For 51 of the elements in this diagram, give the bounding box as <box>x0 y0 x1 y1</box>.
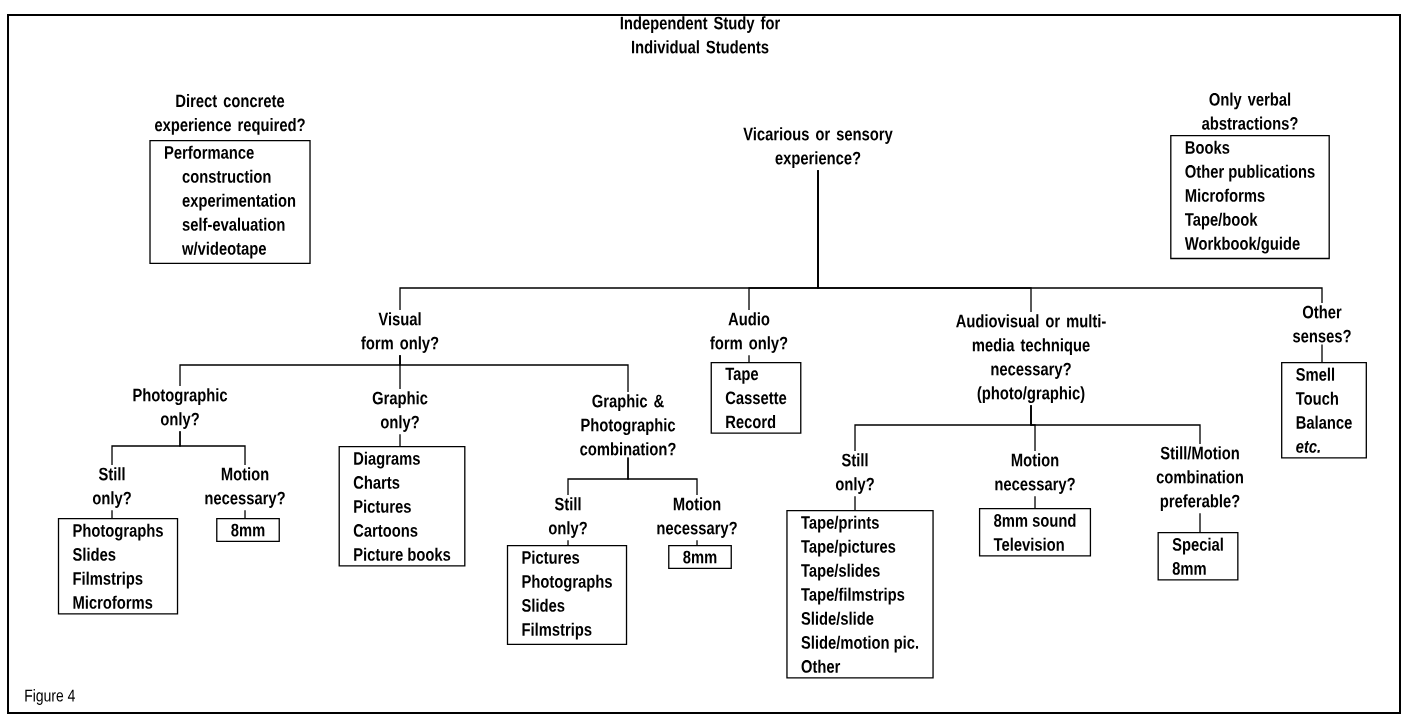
node-label: Books <box>1185 140 1230 154</box>
question-text: Graphic & Photographic combination? <box>580 394 676 456</box>
question-text: Motion necessary? <box>205 467 285 508</box>
question-text: Audio form only? <box>710 312 788 353</box>
connector-line <box>696 539 698 546</box>
caption: Figure 4 <box>25 689 75 705</box>
question-text: Motion necessary? <box>995 453 1075 494</box>
question-text: Visual form only? <box>361 312 439 353</box>
connector-line <box>627 456 698 496</box>
question-text: Other senses? <box>1293 305 1351 343</box>
question-text: Photographic only? <box>133 388 228 429</box>
box-heading: Direct concrete experience required? <box>155 94 305 135</box>
option-box: Pictures Photographs Slides Filmstrips <box>506 545 628 646</box>
option-box: 8mm <box>216 518 280 543</box>
connector-line <box>244 509 246 519</box>
connector-line <box>111 509 113 519</box>
question-text: Still only? <box>92 467 131 508</box>
connector-line <box>854 495 856 511</box>
question-text: Vicarious or sensory experience? <box>743 127 893 168</box>
option-box: 8mm sound Television <box>978 508 1092 557</box>
question-text: Still only? <box>548 497 587 538</box>
question-text: Audiovisual or multi-media technique necessary? (photo/graphic) <box>956 314 1106 404</box>
connector-line <box>399 354 629 393</box>
connector-line <box>1321 343 1323 363</box>
option-box: Photographs Slides Filmstrips Microforms <box>57 518 179 615</box>
option-box: Tape Cassette Record <box>710 362 802 434</box>
box-heading: Only verbal abstractions? <box>1202 92 1298 130</box>
connector-line <box>817 169 1323 304</box>
connector-line <box>567 539 569 546</box>
connector-line <box>1030 404 1201 445</box>
option-box: Performance construction experimentation self-evaluation w/videotape <box>149 140 311 265</box>
connector-line <box>399 433 401 447</box>
question-text: Motion necessary? <box>657 497 737 538</box>
node-label: Other publications <box>1185 164 1315 182</box>
title: Independent Study for Individual Students <box>620 16 780 54</box>
question-text: Still only? <box>835 453 874 494</box>
option-box: 8mm <box>668 545 732 570</box>
node-label: Tape/book <box>1184 212 1258 230</box>
connector-line <box>748 354 750 363</box>
option-box: Tape/prints Tape/pictures Tape/slides Tape/filmstrips Slide/slide Slide/motion pic. Other <box>786 510 934 679</box>
connector-line <box>1199 512 1201 533</box>
question-text: Graphic only? <box>372 391 428 432</box>
connector-line <box>179 430 246 466</box>
option-box: Smell Touch Balance etc. <box>1281 362 1367 459</box>
node-label: Workbook/guide <box>1184 236 1300 254</box>
option-box: Books Other publications Microforms Tape/book Workbook/guide <box>1170 135 1330 260</box>
option-box: Diagrams Charts Pictures Cartoons Picture books <box>338 446 466 567</box>
node-label: Microforms <box>1185 188 1265 202</box>
question-text: Still/Motion combination preferable? <box>1156 446 1243 511</box>
connector-line <box>1034 495 1036 509</box>
option-box: Special 8mm <box>1157 532 1239 581</box>
